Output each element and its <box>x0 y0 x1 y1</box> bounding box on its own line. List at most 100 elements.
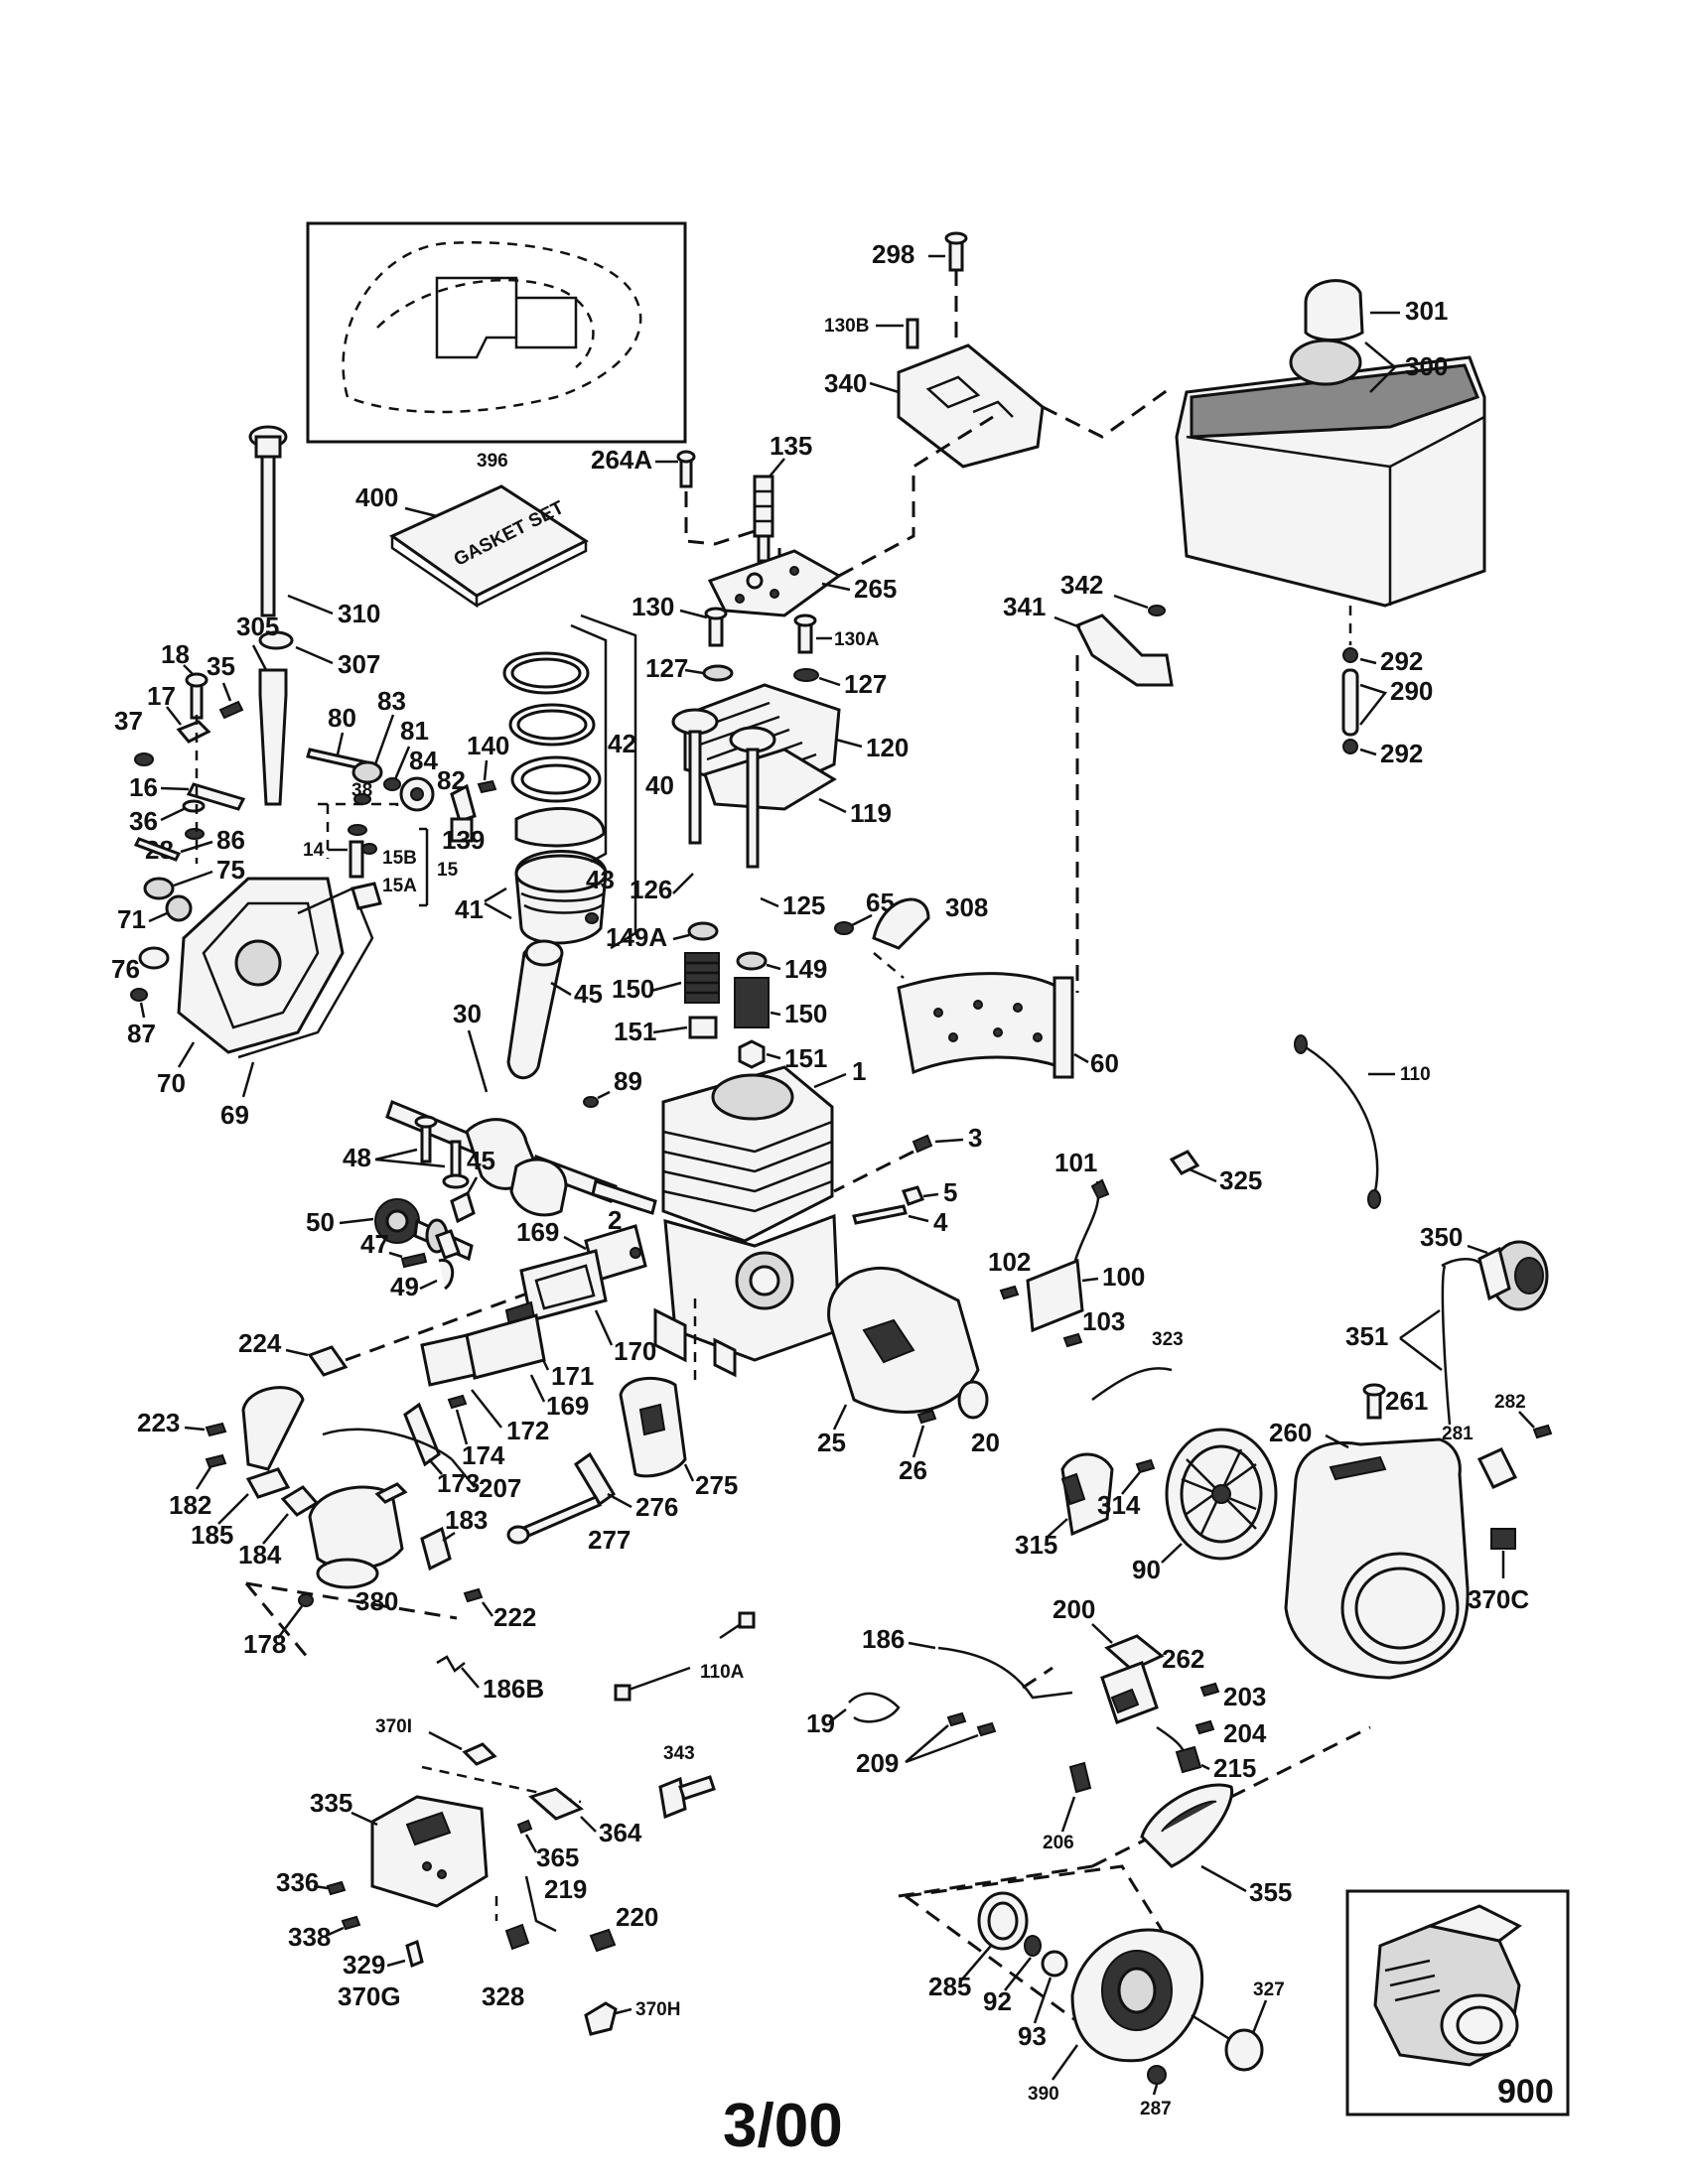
inset-gasket-outline-inner <box>376 278 595 368</box>
label-83: 83 <box>377 686 406 716</box>
label-340: 340 <box>824 368 867 398</box>
label-26: 26 <box>899 1455 927 1485</box>
label-15b: 15B <box>382 848 417 869</box>
label-126: 126 <box>630 875 672 904</box>
label-139: 139 <box>442 825 485 855</box>
label-90: 90 <box>1132 1555 1161 1584</box>
label-220: 220 <box>616 1902 658 1932</box>
label-69: 69 <box>220 1100 249 1130</box>
label-151-right: 151 <box>784 1043 827 1073</box>
label-16: 16 <box>129 772 158 802</box>
clamp-292-top <box>1342 647 1358 663</box>
screw-178 <box>298 1593 314 1607</box>
valve-126-head <box>671 708 719 736</box>
coil-100 <box>1026 1258 1084 1333</box>
head-gasket-119 <box>703 748 837 811</box>
label-351: 351 <box>1345 1321 1388 1351</box>
label-400: 400 <box>355 482 398 512</box>
label-314: 314 <box>1097 1490 1141 1520</box>
group-cylinder-head: 264A 135 265 <box>591 415 994 617</box>
screw-35 <box>218 700 244 720</box>
o-ring-307 <box>258 630 294 650</box>
label-184: 184 <box>238 1540 282 1570</box>
label-292-top: 292 <box>1380 646 1423 676</box>
label-48: 48 <box>343 1143 371 1172</box>
label-370g: 370G <box>338 1981 401 2011</box>
label-172: 172 <box>506 1416 549 1445</box>
label-110: 110 <box>1400 1064 1431 1085</box>
washer-14 <box>348 824 367 836</box>
label-310: 310 <box>338 599 380 628</box>
label-70: 70 <box>157 1068 186 1098</box>
label-130a: 130A <box>834 629 880 650</box>
label-355: 355 <box>1249 1877 1292 1907</box>
label-265: 265 <box>854 574 897 604</box>
label-169-top: 169 <box>516 1217 559 1247</box>
screw-182 <box>205 1453 227 1469</box>
group-camshaft: 48 50 89 <box>306 1066 642 1262</box>
label-103: 103 <box>1082 1306 1125 1336</box>
group-bracket-340: 298 130B 340 <box>824 231 1173 469</box>
lever-16 <box>186 782 246 811</box>
group-fuel-line: 292 290 292 <box>1341 606 1433 768</box>
label-298: 298 <box>872 239 914 269</box>
ring-middle <box>508 703 596 747</box>
clamp-308 <box>872 897 930 950</box>
label-370h: 370H <box>635 1999 680 2020</box>
switch-329 <box>405 1939 424 1969</box>
label-900: 900 <box>1497 2073 1554 2111</box>
group-recoil-starter: 355 285 92 93 390 287 327 <box>905 1783 1292 2119</box>
seal-76 <box>138 946 170 970</box>
label-127-right: 127 <box>844 669 887 699</box>
bracket-276 <box>574 1451 616 1507</box>
label-4: 4 <box>933 1207 948 1237</box>
label-135: 135 <box>770 431 812 461</box>
wire-19 <box>848 1692 901 1723</box>
label-342: 342 <box>1060 570 1103 600</box>
group-wire-110: 110 <box>1294 1034 1431 1209</box>
group-control-bracket: 200 262 203 204 215 206 <box>898 1594 1371 1898</box>
label-307: 307 <box>338 649 380 679</box>
revision-date: 3/00 <box>723 2092 843 2160</box>
screw-140 <box>477 779 497 794</box>
dipstick-tube-305 <box>258 668 288 806</box>
inset-gasket-frame <box>306 221 687 444</box>
group-crankcase-cover: 70 69 <box>157 877 374 1130</box>
lead-101 <box>1070 1180 1100 1272</box>
fuel-line-290 <box>1341 668 1359 737</box>
cap-327 <box>1224 2028 1264 2072</box>
group-primer: 350 351 <box>1345 1222 1549 1426</box>
gasket-172 <box>420 1333 477 1387</box>
bracket-340 <box>897 343 1045 469</box>
washer-93 <box>1041 1950 1068 1978</box>
group-crankshaft: 30 45 <box>385 939 657 1217</box>
label-182: 182 <box>169 1490 211 1520</box>
plate-170 <box>519 1249 608 1322</box>
label-207: 207 <box>479 1473 521 1503</box>
label-60: 60 <box>1090 1048 1119 1078</box>
label-370c: 370C <box>1468 1584 1529 1614</box>
label-287: 287 <box>1140 2099 1172 2119</box>
screw-223 <box>205 1422 227 1437</box>
label-396: 396 <box>477 451 508 472</box>
pin-89 <box>583 1096 599 1108</box>
group-muffler: 207 275 276 277 <box>322 1291 738 1555</box>
decal-370i <box>462 1742 497 1766</box>
label-343: 343 <box>663 1743 695 1764</box>
screw-314 <box>1135 1458 1156 1474</box>
label-89: 89 <box>614 1066 642 1096</box>
label-140: 140 <box>467 731 509 760</box>
valve-126 <box>688 730 702 845</box>
screw-204 <box>1194 1719 1215 1735</box>
label-178: 178 <box>243 1629 286 1659</box>
wire-207 <box>322 1428 453 1460</box>
label-45-top: 45 <box>574 979 603 1009</box>
group-ignition: 325 101 100 102 103 <box>988 1148 1262 1348</box>
label-301: 301 <box>1405 296 1448 326</box>
label-209: 209 <box>856 1748 899 1778</box>
label-92: 92 <box>983 1986 1012 2016</box>
label-328: 328 <box>482 1981 524 2011</box>
screw-203 <box>1199 1682 1220 1698</box>
ring-oil <box>514 806 606 848</box>
spring-186b <box>436 1655 466 1673</box>
